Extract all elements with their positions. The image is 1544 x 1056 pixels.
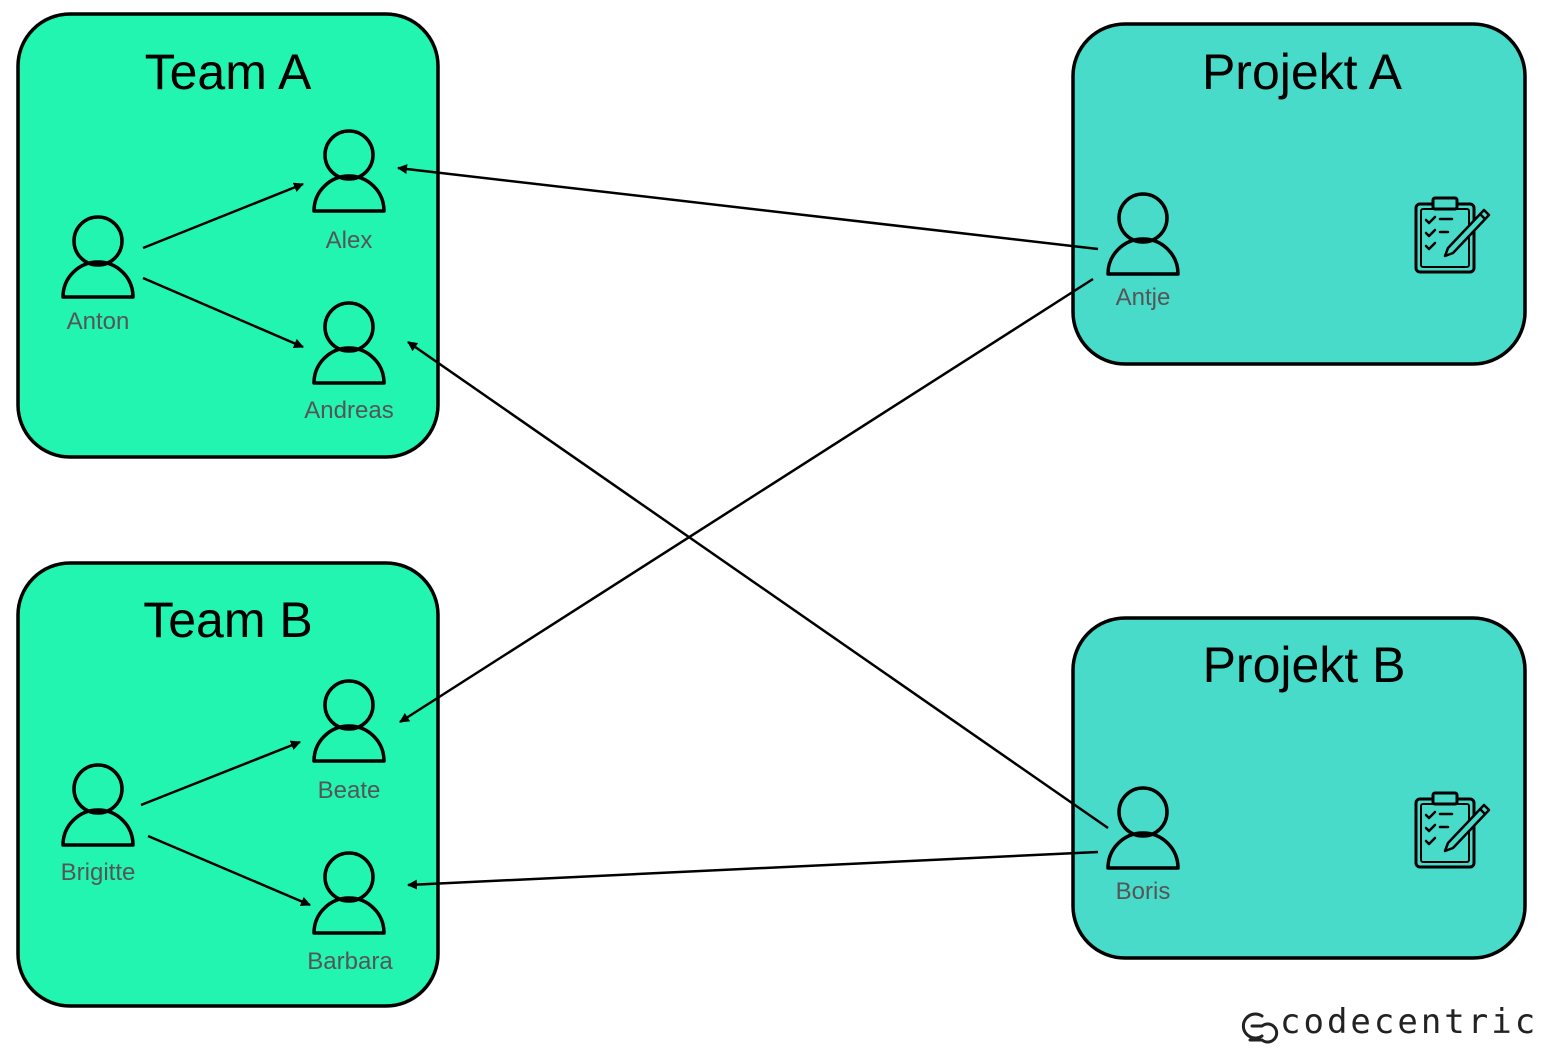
- person-name-andreas: Andreas: [304, 397, 393, 424]
- arrow-anton-to-andreas: [142, 276, 304, 349]
- person-name-barbara: Barbara: [307, 948, 393, 975]
- team-a-box: Team A: [16, 12, 440, 459]
- arrow-boris-to-barbara: [407, 850, 1099, 890]
- team-a-title: Team A: [145, 44, 312, 100]
- projekt-a-title: Projekt A: [1202, 44, 1403, 100]
- arrow-anton-to-alex: [142, 182, 304, 250]
- person-antje: Antje: [1106, 192, 1180, 311]
- codecentric-logo-icon: [1241, 1012, 1279, 1044]
- person-name-anton: Anton: [67, 308, 130, 335]
- person-name-antje: Antje: [1116, 284, 1171, 311]
- person-beate: Beate: [312, 679, 386, 804]
- person-name-beate: Beate: [318, 777, 381, 804]
- person-name-boris: Boris: [1116, 878, 1171, 905]
- projekt-b-background: [1071, 616, 1527, 960]
- person-icon: [1106, 786, 1180, 870]
- projekt-b-title: Projekt B: [1203, 637, 1406, 693]
- connections: [140, 164, 1109, 907]
- person-barbara: Barbara: [307, 851, 393, 975]
- person-icon: [312, 679, 386, 763]
- clipboard-edit-icon: [1414, 196, 1491, 274]
- projekt-a-box: Projekt A: [1071, 22, 1527, 366]
- arrow-antje-to-alex: [397, 164, 1099, 251]
- person-icon: [312, 851, 386, 935]
- person-andreas: Andreas: [304, 301, 394, 424]
- team-b-title: Team B: [143, 592, 313, 648]
- person-alex: Alex: [312, 129, 386, 254]
- person-icon: [61, 215, 135, 299]
- person-anton: Anton: [61, 215, 135, 335]
- projekt-b-box: Projekt B: [1071, 616, 1527, 960]
- person-brigitte: Brigitte: [61, 763, 136, 886]
- person-name-alex: Alex: [326, 227, 373, 254]
- person-name-brigitte: Brigitte: [61, 859, 136, 886]
- clipboard-edit-icon: [1414, 791, 1491, 869]
- arrow-brigitte-to-barbara: [147, 834, 311, 907]
- arrow-antje-to-beate: [399, 277, 1094, 724]
- logo-text: codecentric: [1280, 1002, 1538, 1042]
- person-icon: [312, 129, 386, 213]
- codecentric-logo: codecentric: [1241, 1002, 1538, 1044]
- person-icon: [312, 301, 386, 385]
- arrow-boris-to-andreas: [407, 340, 1109, 830]
- person-icon: [1106, 192, 1180, 276]
- arrow-brigitte-to-beate: [140, 740, 301, 807]
- person-icon: [61, 763, 135, 847]
- projekt-a-background: [1071, 22, 1527, 366]
- person-boris: Boris: [1106, 786, 1180, 905]
